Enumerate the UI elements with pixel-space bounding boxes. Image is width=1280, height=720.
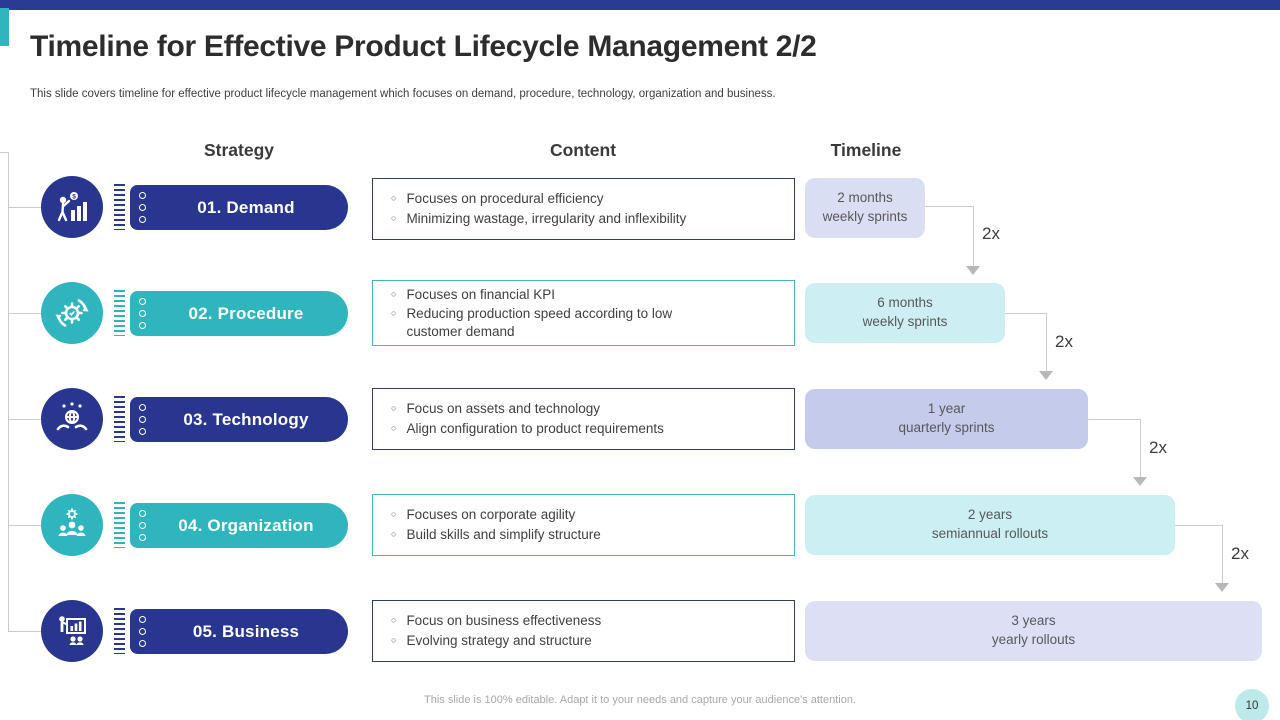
connector-line — [925, 206, 973, 207]
title-accent-bar — [0, 8, 9, 46]
timeline-cadence: quarterly sprints — [898, 420, 995, 435]
strategy-pill-business: 05. Business — [130, 609, 348, 654]
timeline-duration: 2 years — [967, 507, 1013, 523]
team-gear-icon — [41, 494, 103, 556]
strategy-label: 02. Procedure — [188, 303, 304, 323]
timeline-cadence: weekly sprints — [862, 314, 948, 329]
pill-dots — [139, 185, 146, 230]
arrow-down-icon — [1133, 477, 1147, 486]
content-box-demand: ○Focuses on procedural efficiency ○Minim… — [372, 178, 795, 240]
page-title: Timeline for Effective Product Lifecycle… — [30, 30, 817, 63]
page-number-badge: 10 — [1235, 689, 1269, 720]
bracket-stub — [8, 313, 44, 314]
strategy-label: 01. Demand — [197, 197, 295, 217]
svg-text:$: $ — [72, 193, 76, 200]
strategy-label: 03. Technology — [183, 409, 309, 429]
connector-line — [1088, 419, 1140, 420]
pill-dots — [139, 503, 146, 548]
connector-line — [1046, 313, 1047, 371]
timeline-box-demand: 2 months weekly sprints — [805, 178, 925, 238]
footer-note: This slide is 100% editable. Adapt it to… — [424, 694, 856, 706]
content-box-organization: ○Focuses on corporate agility ○Build ski… — [372, 494, 795, 556]
timeline-duration: 2 months — [837, 190, 893, 206]
bullet-marker-icon: ○ — [391, 423, 397, 433]
bullet-marker-icon: ○ — [391, 288, 397, 299]
timeline-duration: 3 years — [1011, 613, 1056, 629]
bullet-marker-icon: ○ — [391, 635, 397, 645]
bullet-marker-icon: ○ — [391, 403, 397, 414]
pill-dots — [139, 609, 146, 654]
arrow-down-icon — [966, 266, 980, 275]
presentation-icon — [41, 600, 103, 662]
strategy-pill-demand: 01. Demand — [130, 185, 348, 230]
timeline-cadence: semiannual rollouts — [931, 526, 1049, 541]
bullet-item: ○Align configuration to product requirem… — [391, 421, 664, 436]
timeline-cadence: weekly sprints — [822, 209, 908, 224]
column-header-strategy: Strategy — [203, 140, 275, 160]
bullet-marker-icon: ○ — [391, 213, 397, 223]
timeline-box-organization: 2 years semiannual rollouts — [805, 495, 1175, 555]
multiplier-label: 2x — [1055, 332, 1073, 351]
comb-connector — [114, 290, 125, 336]
bullet-item: ○Focuses on corporate agility — [391, 507, 576, 523]
slide-subtitle: This slide covers timeline for effective… — [30, 88, 776, 100]
bullet-item: ○Minimizing wastage, irregularity and in… — [391, 211, 687, 226]
strategy-label: 04. Organization — [178, 515, 314, 535]
arrow-down-icon — [1039, 371, 1053, 380]
process-cycle-gear-icon — [41, 282, 103, 344]
bullet-item: ○Build skills and simplify structure — [391, 527, 601, 542]
timeline-box-technology: 1 year quarterly sprints — [805, 389, 1088, 449]
comb-connector — [114, 502, 125, 548]
pill-dots — [139, 291, 146, 336]
connector-line — [973, 206, 974, 266]
content-box-procedure: ○Focuses on financial KPI ○Reducing prod… — [372, 280, 795, 346]
bullet-item: ○Reducing production speed according to … — [391, 306, 673, 339]
arrow-down-icon — [1215, 583, 1229, 592]
timeline-box-procedure: 6 months weekly sprints — [805, 283, 1005, 343]
connector-line — [1140, 419, 1141, 477]
bullet-marker-icon: ○ — [391, 193, 397, 204]
multiplier-label: 2x — [1231, 544, 1249, 563]
timeline-duration: 1 year — [927, 401, 966, 417]
column-header-timeline: Timeline — [830, 140, 902, 160]
bracket-stub — [8, 207, 44, 208]
bracket-stub — [8, 525, 44, 526]
bullet-item: ○Focus on assets and technology — [391, 401, 601, 417]
timeline-box-business: 3 years yearly rollouts — [805, 601, 1262, 661]
bullet-marker-icon: ○ — [391, 308, 397, 319]
bullet-marker-icon: ○ — [391, 529, 397, 539]
comb-connector — [114, 608, 125, 654]
strategy-pill-organization: 04. Organization — [130, 503, 348, 548]
strategy-label: 05. Business — [192, 621, 300, 641]
content-box-technology: ○Focus on assets and technology ○Align c… — [372, 388, 795, 450]
comb-connector — [114, 396, 125, 442]
timeline-duration: 6 months — [877, 295, 933, 311]
hands-globe-icon — [41, 388, 103, 450]
bracket-stub — [8, 631, 44, 632]
column-header-content: Content — [549, 140, 617, 160]
bracket-vertical-line — [8, 152, 9, 631]
bullet-marker-icon: ○ — [391, 615, 397, 626]
pill-dots — [139, 397, 146, 442]
growth-person-icon: $ — [41, 176, 103, 238]
connector-line — [1175, 525, 1222, 526]
strategy-pill-procedure: 02. Procedure — [130, 291, 348, 336]
bullet-item: ○Focuses on procedural efficiency — [391, 191, 604, 207]
content-box-business: ○Focus on business effectiveness ○Evolvi… — [372, 600, 795, 662]
connector-line — [1222, 525, 1223, 583]
multiplier-label: 2x — [982, 224, 1000, 243]
top-accent-bar — [0, 0, 1280, 10]
bullet-marker-icon: ○ — [391, 509, 397, 520]
connector-line — [1005, 313, 1046, 314]
timeline-cadence: yearly rollouts — [991, 632, 1076, 647]
multiplier-label: 2x — [1149, 438, 1167, 457]
bullet-item: ○Focuses on financial KPI — [391, 286, 556, 302]
bracket-stub — [8, 419, 44, 420]
bullet-item: ○Evolving strategy and structure — [391, 633, 592, 648]
bullet-item: ○Focus on business effectiveness — [391, 613, 602, 629]
bracket-top-tick — [0, 152, 9, 153]
comb-connector — [114, 184, 125, 230]
strategy-pill-technology: 03. Technology — [130, 397, 348, 442]
